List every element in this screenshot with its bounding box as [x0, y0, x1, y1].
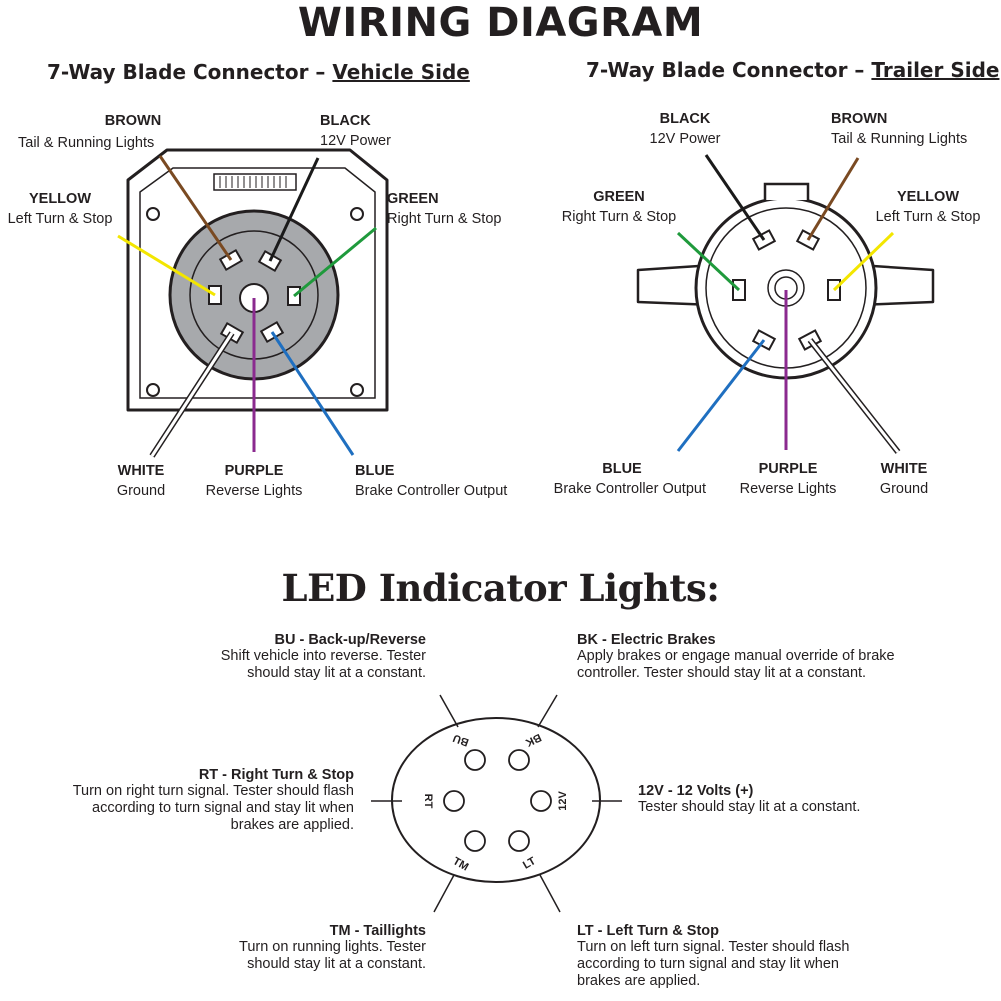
led-bu	[464, 749, 486, 771]
trailer-blue-func: Brake Controller Output	[553, 481, 706, 497]
vehicle-blue-color: BLUE	[355, 463, 395, 479]
vehicle-green-wire	[293, 226, 377, 298]
page-title: WIRING DIAGRAM	[297, 0, 704, 46]
trailer-yellow-func: Left Turn & Stop	[875, 209, 981, 225]
tm-heading: TM - Taillights	[329, 923, 426, 939]
vehicle-brown-label: BROWN	[73, 113, 193, 129]
vehicle-white-color: WHITE	[117, 463, 165, 479]
bu-heading: BU - Back-up/Reverse	[274, 632, 427, 648]
trailer-white-label: WHITE Ground	[864, 461, 944, 497]
lt-description: Turn on left turn signal. Tester should …	[577, 939, 850, 989]
bk-description-block: BK - Electric Brakes Apply brakes or eng…	[577, 632, 927, 682]
trailer-brown-wire	[806, 157, 860, 241]
vehicle-black-wire	[268, 157, 320, 262]
trailer-brown-color: BROWN	[831, 111, 888, 127]
trailer-green-wire	[676, 231, 741, 292]
vehicle-green-color: GREEN	[387, 191, 439, 207]
vehicle-white-label: WHITE Ground	[101, 463, 181, 499]
led-tester: BU BK RT 12V TM LT	[371, 694, 622, 913]
vehicle-yellow-wire	[117, 234, 216, 297]
vehicle-blue-func: Brake Controller Output	[355, 483, 508, 499]
trailer-black-wire	[704, 154, 766, 241]
trailer-yellow-color: YELLOW	[896, 189, 960, 205]
led-12v	[530, 790, 552, 812]
trailer-white-wire	[807, 338, 901, 454]
led-section-title: LED Indicator Lights:	[281, 566, 720, 610]
trailer-black-color: BLACK	[659, 111, 711, 127]
trailer-side-heading: 7-Way Blade Connector – Trailer Side	[586, 58, 999, 82]
vehicle-black-label: BLACK 12V Power	[320, 113, 391, 149]
trailer-purple-color: PURPLE	[758, 461, 818, 477]
led-lt	[508, 830, 530, 852]
trailer-brown-label: BROWN Tail & Running Lights	[831, 111, 967, 147]
leader-lt	[539, 874, 561, 913]
vehicle-purple-color: PURPLE	[224, 463, 284, 479]
tm-description: Turn on running lights. Tester should st…	[239, 939, 426, 972]
bu-description: Shift vehicle into reverse. Tester shoul…	[220, 648, 426, 681]
vehicle-purple-func: Reverse Lights	[205, 483, 303, 499]
trailer-connector	[636, 154, 935, 454]
bk-heading: BK - Electric Brakes	[577, 632, 716, 648]
vehicle-green-label: GREEN Right Turn & Stop	[387, 191, 501, 227]
vehicle-blue-label: BLUE Brake Controller Output	[355, 463, 507, 499]
12v-description-block: 12V - 12 Volts (+) Tester should stay li…	[638, 783, 938, 816]
vehicle-purple-label: PURPLE Reverse Lights	[196, 463, 312, 499]
12v-description: Tester should stay lit at a constant.	[638, 799, 861, 815]
rt-heading: RT - Right Turn & Stop	[198, 767, 354, 783]
vehicle-green-func: Right Turn & Stop	[387, 211, 502, 227]
vehicle-connector	[117, 148, 389, 458]
vehicle-brown-color: BROWN	[104, 113, 162, 129]
pin-label-12v: 12V	[557, 791, 569, 811]
vehicle-yellow-label: YELLOW Left Turn & Stop	[4, 191, 116, 227]
vehicle-brown-func: Tail & Running Lights	[18, 135, 155, 151]
vehicle-black-color: BLACK	[320, 113, 371, 129]
lt-description-block: LT - Left Turn & Stop Turn on left turn …	[577, 923, 867, 990]
trailer-white-func: Ground	[879, 481, 929, 497]
trailer-yellow-wire	[832, 231, 895, 292]
led-tm	[464, 830, 486, 852]
trailer-blue-color: BLUE	[602, 461, 642, 477]
pin-label-bu: BU	[451, 731, 470, 748]
trailer-black-func: 12V Power	[649, 131, 721, 147]
vehicle-brown-wire	[158, 155, 233, 261]
vehicle-yellow-color: YELLOW	[28, 191, 92, 207]
vehicle-brown-func-wrap: Tail & Running Lights	[18, 135, 154, 151]
vehicle-heading-prefix: 7-Way Blade Connector –	[47, 60, 326, 84]
trailer-heading-side: Trailer Side	[871, 58, 1000, 82]
trailer-green-color: GREEN	[593, 189, 645, 205]
trailer-green-label: GREEN Right Turn & Stop	[558, 189, 680, 225]
trailer-yellow-label: YELLOW Left Turn & Stop	[872, 189, 984, 225]
leader-bu	[439, 694, 459, 728]
rt-description-block: RT - Right Turn & Stop Turn on right tur…	[70, 767, 354, 834]
trailer-blue-label: BLUE Brake Controller Output	[538, 461, 706, 497]
trailer-brown-func: Tail & Running Lights	[831, 131, 968, 147]
led-rt	[443, 790, 465, 812]
vehicle-side-heading: 7-Way Blade Connector – Vehicle Side	[47, 60, 470, 84]
bk-description: Apply brakes or engage manual override o…	[577, 648, 895, 681]
trailer-heading-prefix: 7-Way Blade Connector –	[586, 58, 865, 82]
rt-description: Turn on right turn signal. Tester should…	[72, 783, 354, 833]
trailer-purple-func: Reverse Lights	[739, 481, 837, 497]
trailer-black-label: BLACK 12V Power	[640, 111, 730, 147]
trailer-white-color: WHITE	[880, 461, 928, 477]
leader-bk	[537, 694, 558, 728]
12v-heading: 12V - 12 Volts (+)	[638, 783, 754, 799]
tm-description-block: TM - Taillights Turn on running lights. …	[216, 923, 426, 973]
bu-description-block: BU - Back-up/Reverse Shift vehicle into …	[196, 632, 426, 682]
trailer-blue-wire	[676, 339, 766, 452]
lt-heading: LT - Left Turn & Stop	[577, 923, 720, 939]
pin-label-lt: LT	[521, 855, 538, 872]
led-bk	[508, 749, 530, 771]
vehicle-white-wire	[149, 331, 235, 458]
vehicle-white-func: Ground	[116, 483, 166, 499]
vehicle-heading-side: Vehicle Side	[332, 60, 470, 84]
trailer-purple-label: PURPLE Reverse Lights	[730, 461, 846, 497]
vehicle-black-func: 12V Power	[320, 133, 391, 149]
pin-label-rt: RT	[422, 794, 434, 809]
vehicle-yellow-func: Left Turn & Stop	[7, 211, 113, 227]
vehicle-blue-wire	[270, 331, 355, 456]
leader-tm	[433, 874, 455, 913]
trailer-green-func: Right Turn & Stop	[561, 209, 677, 225]
